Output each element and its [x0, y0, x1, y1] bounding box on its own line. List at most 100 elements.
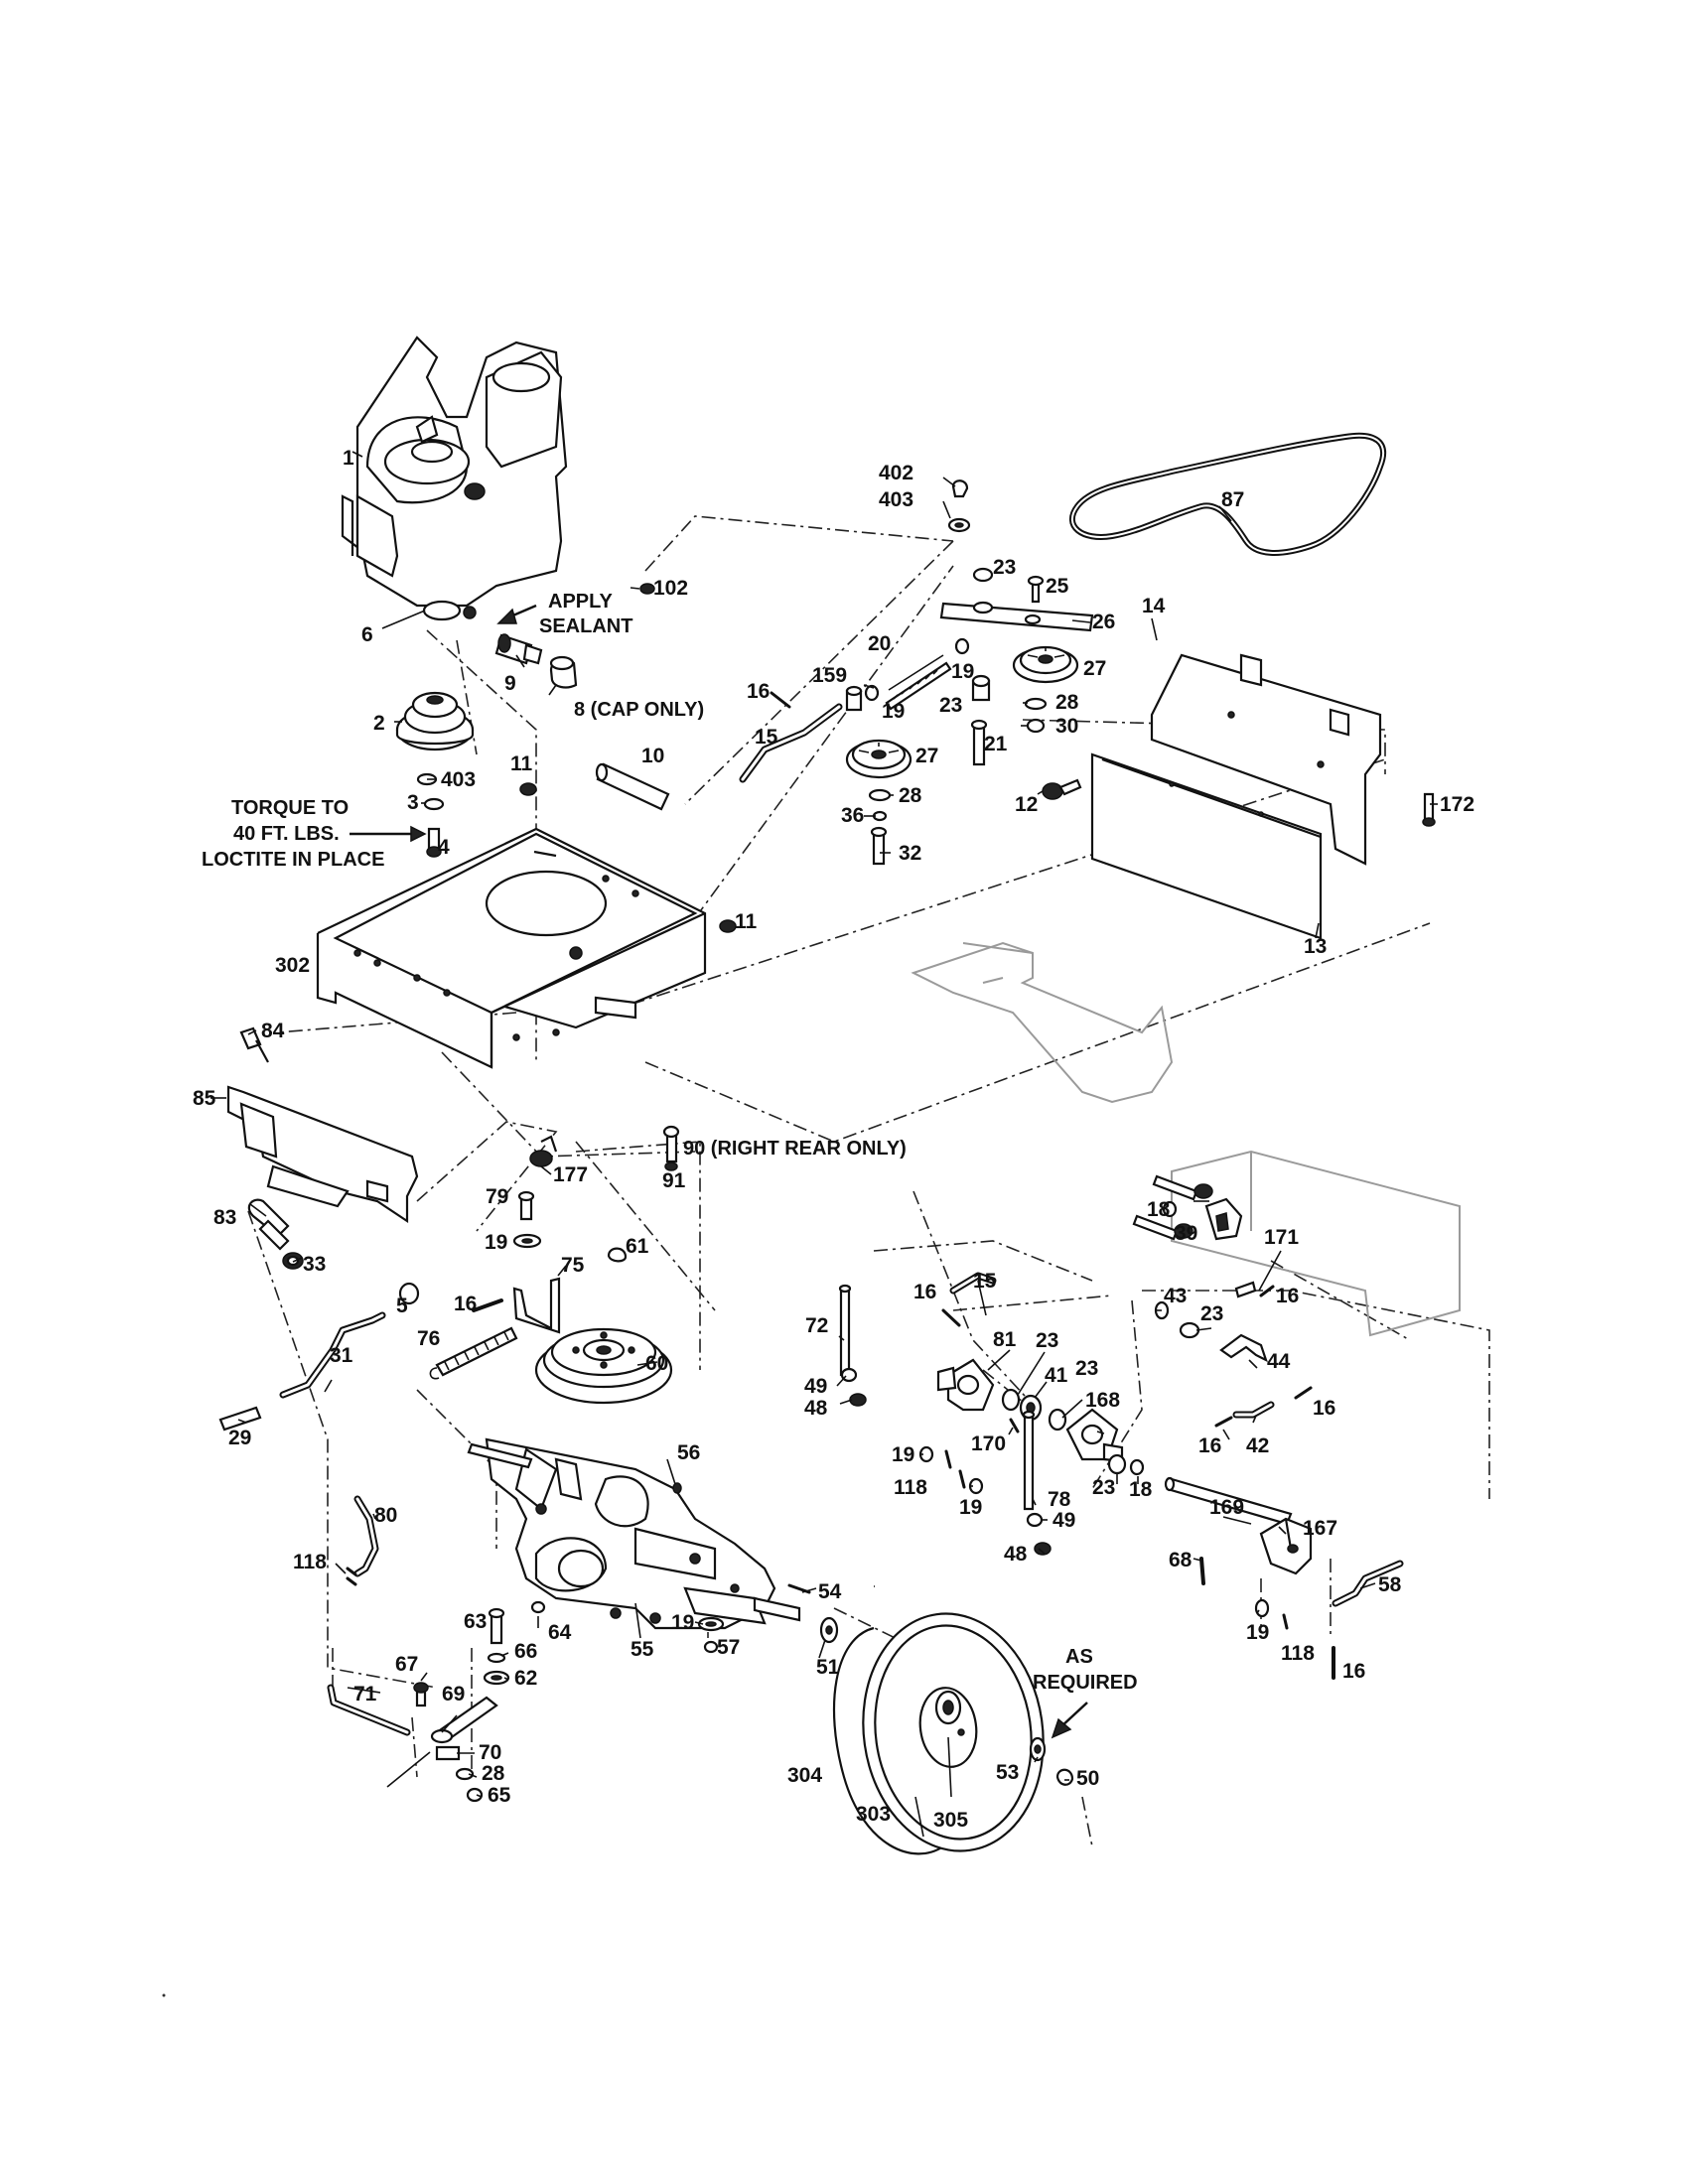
callout: 51: [816, 1656, 840, 1679]
washer-62: [483, 1670, 510, 1686]
callout: 20: [868, 632, 891, 655]
rod-31: [279, 1311, 386, 1399]
nut-49: [840, 1367, 858, 1383]
callout: 66: [514, 1640, 537, 1663]
callout: 12: [1015, 793, 1038, 816]
rod-80: [353, 1495, 379, 1577]
callout: 48: [1004, 1543, 1028, 1566]
callout: 170: [971, 1433, 1006, 1455]
bolt-90: [662, 1125, 680, 1171]
callout: 403: [441, 768, 476, 791]
callout: 23: [993, 556, 1016, 579]
callout: 62: [514, 1667, 537, 1690]
callout: 19: [671, 1611, 694, 1634]
bolt-39: [1132, 1174, 1213, 1241]
note-text: 90 (RIGHT REAR ONLY): [683, 1138, 907, 1160]
bolt-67: [413, 1682, 429, 1707]
washer-19g: [1254, 1598, 1270, 1618]
spacer-23b: [971, 674, 991, 702]
bolt-84: [239, 1026, 269, 1063]
callout: 9: [504, 672, 516, 695]
callout: 304: [787, 1764, 822, 1787]
callout: 5: [396, 1295, 408, 1317]
washer-19: [954, 637, 970, 655]
callout: 65: [488, 1784, 511, 1807]
callout: 50: [1076, 1767, 1099, 1790]
stray-mark: [162, 1993, 166, 1997]
fitting-9: [494, 633, 543, 665]
callout: 16: [913, 1281, 936, 1303]
rod-71: [327, 1684, 411, 1736]
callout: 69: [442, 1683, 465, 1706]
callout: 33: [303, 1253, 326, 1276]
callout: 29: [228, 1427, 251, 1449]
bolt-16: [1234, 1281, 1275, 1298]
callout: 83: [213, 1206, 236, 1229]
nut-65: [466, 1787, 484, 1803]
pulley-27b: [845, 739, 912, 779]
clip-118: [346, 1567, 357, 1586]
callout: 13: [1304, 935, 1327, 958]
callout: 72: [805, 1314, 828, 1337]
bolt-177: [529, 1135, 558, 1167]
callout: 60: [645, 1352, 668, 1375]
callout: 25: [1046, 575, 1069, 598]
callout: 16: [1342, 1660, 1365, 1683]
bracket-167: [1259, 1517, 1313, 1575]
nut-48b: [1034, 1542, 1052, 1556]
callout: 303: [856, 1803, 891, 1826]
nut-102: [639, 583, 655, 595]
washer-19c: [512, 1233, 542, 1249]
callout: 18: [1147, 1198, 1171, 1221]
callout: 305: [933, 1809, 968, 1832]
callout: 91: [662, 1169, 686, 1192]
bracket-44: [1219, 1333, 1268, 1363]
idler-arm-26: [939, 601, 1094, 632]
callout: 10: [641, 745, 664, 767]
rod-15b: [949, 1272, 997, 1295]
washer-53: [1029, 1736, 1047, 1762]
transaxle-55: [467, 1437, 801, 1630]
callout: 15: [755, 726, 778, 749]
engine: [341, 336, 568, 621]
clip-118b: [944, 1449, 966, 1489]
callout: 27: [1083, 657, 1106, 680]
bolt-21: [970, 719, 988, 766]
callout: 75: [561, 1254, 585, 1277]
washer-66: [487, 1652, 506, 1664]
bolt-63: [488, 1607, 505, 1645]
callout: 85: [193, 1087, 216, 1110]
pin-68: [1199, 1557, 1205, 1585]
nut-57: [703, 1640, 719, 1654]
bushing-23: [1001, 1388, 1021, 1412]
nut-11b: [719, 919, 737, 933]
callout: 2: [373, 712, 385, 735]
callout: 43: [1164, 1285, 1187, 1307]
callout: 167: [1303, 1517, 1337, 1540]
callout: 23: [1200, 1302, 1223, 1325]
callout: 49: [1052, 1509, 1075, 1532]
link-70: [386, 1745, 461, 1788]
bolt-4: [426, 827, 442, 858]
rod-72: [838, 1284, 852, 1377]
callout: 23: [1075, 1357, 1098, 1380]
callout: 19: [1246, 1621, 1269, 1644]
callout: 87: [1221, 488, 1244, 511]
callout: 79: [486, 1185, 508, 1208]
callout: 68: [1169, 1549, 1193, 1571]
chassis-302: [316, 827, 707, 1069]
callout: 49: [804, 1375, 827, 1398]
panel-13: [1090, 752, 1323, 940]
washer-28b: [868, 788, 892, 802]
washer-28c: [455, 1767, 475, 1781]
bolt-32: [870, 826, 888, 866]
callout: 16: [454, 1293, 477, 1315]
note-text: 40 FT. LBS.: [233, 823, 340, 845]
pulley-27: [1012, 645, 1079, 684]
callout: 53: [996, 1761, 1019, 1784]
washer-18: [1129, 1458, 1145, 1476]
note-right-rear-only: 90 (RIGHT REAR ONLY): [683, 1138, 907, 1160]
callout: 11: [510, 752, 533, 775]
pin-10: [595, 762, 670, 811]
